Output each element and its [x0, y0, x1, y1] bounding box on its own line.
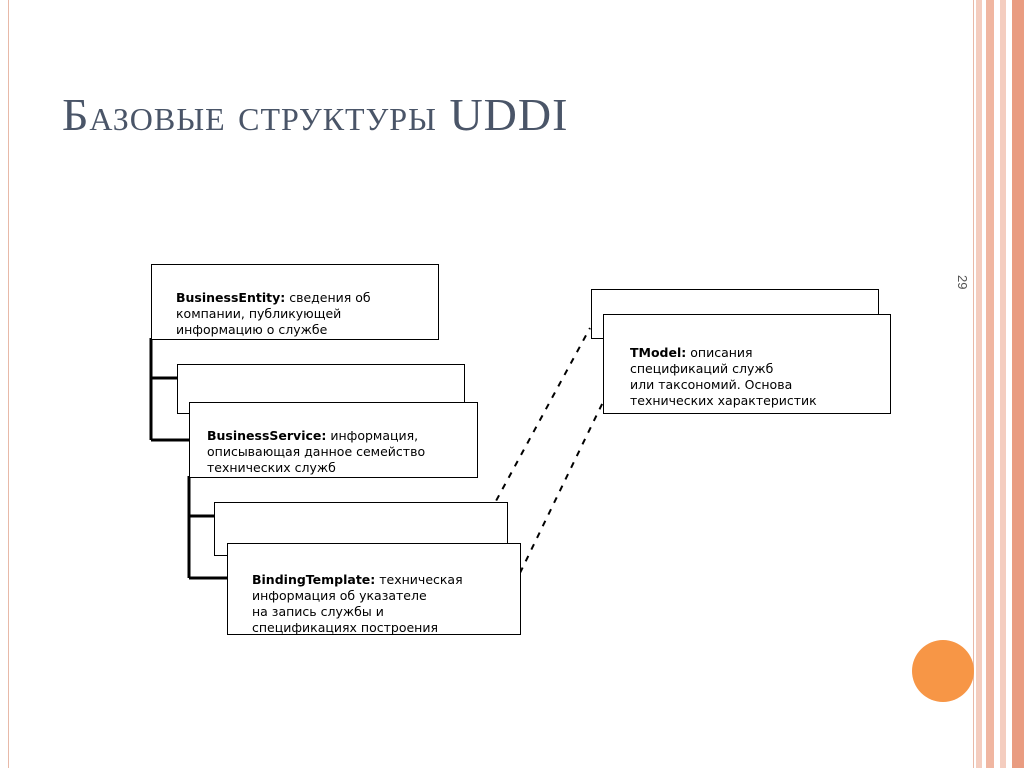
page-number: 29 — [955, 274, 970, 290]
business-entity-name: BusinessEntity: — [176, 290, 286, 305]
decorative-stripes — [974, 0, 1024, 768]
stripe-2 — [986, 0, 994, 768]
business-entity-box — [151, 264, 439, 340]
stripe-4 — [1012, 0, 1024, 768]
orange-circle-decoration — [912, 640, 974, 702]
tmodel-box — [603, 314, 891, 414]
business-entity-label: BusinessEntity: сведения об компании, пу… — [176, 274, 431, 338]
reference-dashed-line-2 — [519, 399, 605, 574]
binding-template-name: BindingTemplate: — [252, 572, 376, 587]
reference-dashed-line-1 — [489, 327, 591, 513]
binding-template-box — [227, 543, 521, 635]
business-service-box — [189, 402, 478, 478]
tmodel-description: описания спецификаций служб или таксоном… — [630, 345, 817, 408]
stripe-3 — [1000, 0, 1006, 768]
business-entity-description: сведения об компании, публикующей информ… — [176, 290, 371, 337]
business-service-description: информация, описывающая данное семейство… — [207, 428, 426, 475]
stripe-1 — [976, 0, 982, 768]
binding-template-description: техническая информация об указателе на з… — [252, 572, 463, 635]
tmodel-label: TModel: описания спецификаций служб или … — [630, 329, 885, 409]
slide-title: Базовые структуры UDDI — [62, 89, 569, 140]
slide-frame — [8, 0, 974, 768]
binding-template-label: BindingTemplate: техническая информация … — [252, 556, 514, 636]
tmodel-name: TModel: — [630, 345, 687, 360]
business-service-name: BusinessService: — [207, 428, 327, 443]
business-service-label: BusinessService: информация, описывающая… — [207, 412, 472, 476]
